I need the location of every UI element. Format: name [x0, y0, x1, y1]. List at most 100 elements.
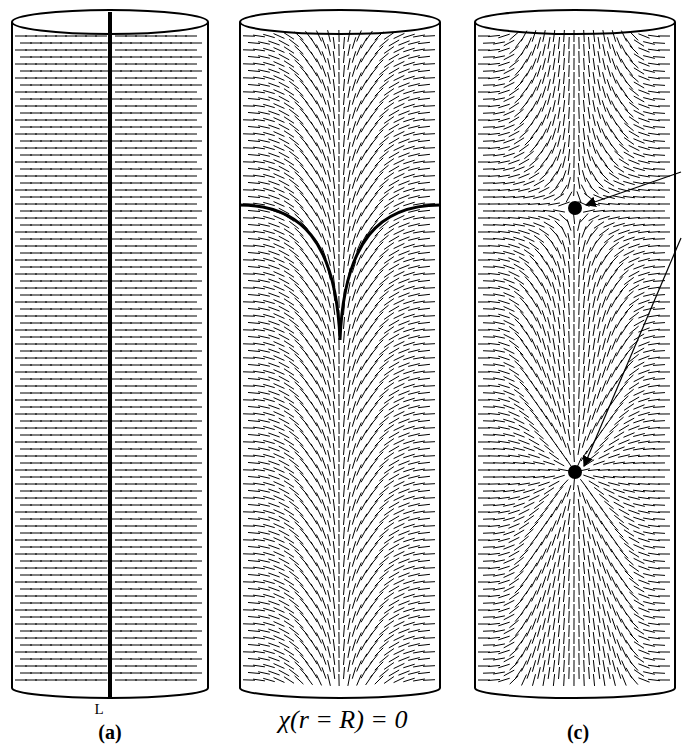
director-dash: [389, 432, 399, 438]
director-dash: [248, 616, 260, 617]
director-dash: [263, 34, 275, 37]
director-dash: [348, 212, 350, 224]
director-dash: [284, 313, 294, 320]
director-dash: [274, 468, 285, 473]
director-dash: [361, 52, 367, 63]
director-dash: [418, 364, 430, 365]
director-dash: [316, 325, 321, 336]
director-dash: [352, 499, 355, 510]
director-dash: [527, 37, 532, 48]
director-dash: [284, 635, 294, 642]
director-dash: [300, 627, 308, 636]
director-dash: [348, 562, 350, 574]
director-dash: [423, 344, 435, 345]
director-dash: [384, 131, 394, 138]
director-dash: [333, 79, 335, 91]
director-dash: [357, 156, 362, 167]
director-dash: [625, 95, 633, 104]
director-dash: [316, 73, 321, 84]
director-dash: [418, 126, 430, 127]
director-dash: [375, 144, 383, 152]
director-dash: [279, 586, 290, 592]
director-dash: [423, 120, 435, 121]
director-dash: [616, 80, 621, 91]
director-dash: [279, 558, 290, 564]
director-dash: [295, 158, 304, 166]
director-dash: [357, 576, 362, 587]
director-dash: [423, 302, 435, 303]
director-dash: [389, 334, 399, 340]
director-dash: [343, 247, 344, 259]
director-dash: [295, 676, 304, 684]
director-dash: [328, 464, 331, 476]
director-dash: [498, 62, 509, 66]
director-dash: [403, 244, 414, 248]
director-dash: [322, 121, 326, 132]
director-dash: [289, 375, 298, 382]
director-dash: [300, 403, 308, 412]
director-dash: [279, 334, 290, 340]
director-dash: [357, 408, 362, 419]
director-dash: [343, 261, 344, 273]
director-dash: [389, 474, 399, 480]
director-dash: [263, 286, 275, 289]
director-dash: [384, 243, 394, 250]
director-dash: [357, 212, 362, 223]
director-dash: [403, 202, 414, 206]
director-dash: [248, 378, 260, 379]
director-dash: [333, 65, 335, 77]
director-dash: [333, 387, 335, 399]
director-dash: [418, 602, 430, 603]
director-dash: [300, 655, 308, 664]
director-dash: [274, 300, 285, 305]
director-dash: [311, 458, 317, 468]
director-dash: [375, 270, 383, 278]
director-dash: [333, 219, 335, 231]
director-dash: [284, 649, 294, 656]
director-dash: [403, 174, 414, 178]
director-dash: [379, 529, 388, 537]
director-dash: [279, 572, 290, 578]
director-dash: [248, 406, 260, 407]
director-dash: [348, 198, 350, 210]
director-dash: [352, 569, 355, 580]
director-dash: [343, 51, 344, 63]
director-dash: [403, 552, 414, 556]
director-dash: [248, 672, 260, 673]
director-dash: [316, 577, 321, 588]
director-dash: [328, 338, 331, 350]
director-dash: [295, 592, 304, 600]
director-dash: [379, 67, 388, 75]
director-dash: [423, 358, 435, 359]
director-dash: [284, 271, 294, 278]
director-dash: [384, 229, 394, 236]
director-dash: [394, 663, 405, 668]
director-dash: [361, 570, 367, 581]
director-dash: [352, 471, 355, 482]
director-dash: [498, 76, 509, 80]
director-dash: [305, 675, 312, 685]
director-dash: [398, 587, 409, 591]
director-dash: [398, 167, 409, 171]
director-dash: [375, 550, 383, 558]
director-dash: [289, 585, 298, 592]
director-dash: [311, 262, 317, 272]
director-dash: [357, 282, 362, 293]
director-dash: [289, 291, 298, 298]
director-dash: [343, 93, 344, 105]
director-dash: [357, 380, 362, 391]
director-dash: [394, 131, 405, 136]
director-dash: [274, 426, 285, 431]
director-dash: [379, 319, 388, 327]
director-dash: [279, 264, 290, 270]
director-dash: [593, 100, 595, 112]
director-dash: [357, 44, 362, 55]
director-dash: [509, 46, 518, 54]
director-dash: [498, 132, 510, 135]
director-dash: [289, 529, 298, 536]
director-dash: [379, 81, 388, 89]
director-dash: [379, 193, 388, 201]
director-dash: [389, 222, 399, 228]
director-dash: [263, 510, 275, 513]
director-dash: [379, 375, 388, 383]
